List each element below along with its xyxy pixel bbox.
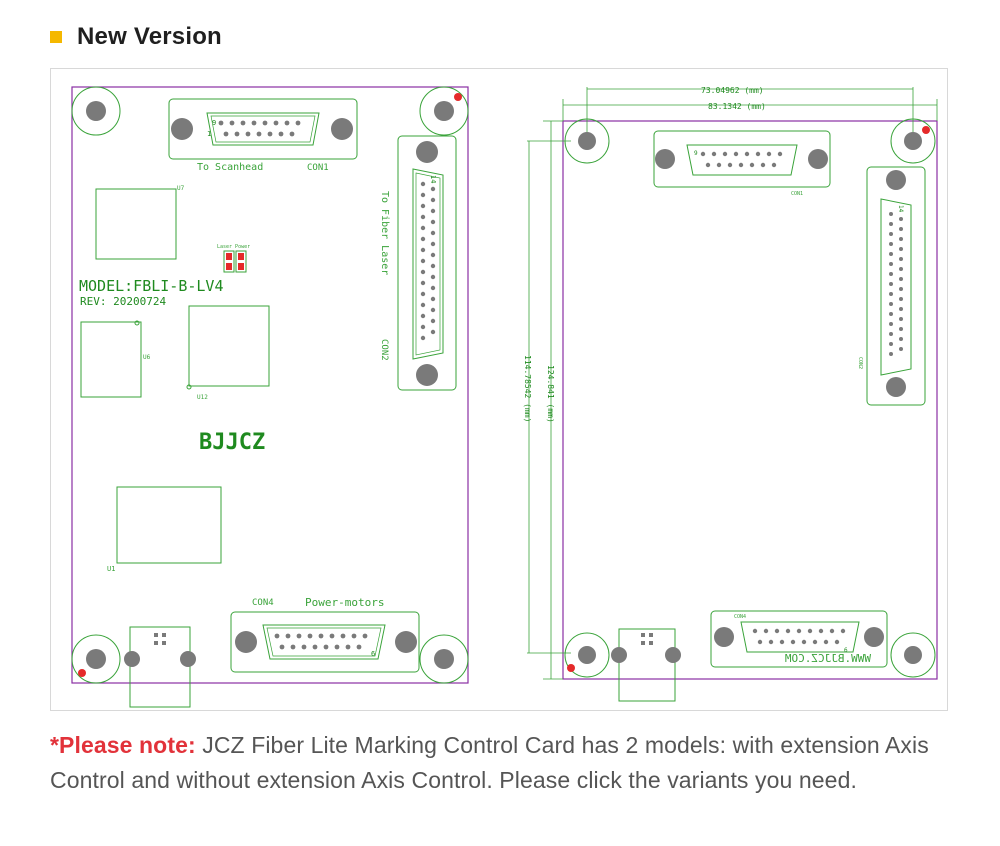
brand-label: BJJCZ — [199, 430, 265, 455]
pin-label: 14 — [897, 205, 904, 213]
dimension-lines — [527, 87, 938, 680]
mounting-hole-icon — [86, 649, 106, 669]
note-text: JCZ Fiber Lite Marking Control Card has … — [50, 732, 929, 793]
con2-label: To Fiber Laser — [379, 191, 390, 275]
website-label: WWW.BJJCZ.COM — [785, 652, 871, 665]
con1-label: To Scanhead — [197, 162, 263, 173]
pin-label: 6 — [371, 650, 375, 658]
marker-dot-icon — [922, 126, 930, 134]
con4-label: Power-motors — [305, 596, 384, 609]
mounting-hole-icon — [434, 101, 454, 121]
rev-label: REV: 20200724 — [80, 295, 166, 308]
u12-chip — [188, 305, 270, 387]
led-label: Laser Power — [217, 244, 250, 250]
u1-chip — [116, 486, 222, 564]
u7-label: U7 — [177, 185, 185, 192]
marker-dot-icon — [454, 93, 462, 101]
mounting-hole-icon — [904, 132, 922, 150]
dimension-label: 124.841 (mm) — [546, 365, 555, 423]
con2-name: CON2 — [857, 357, 863, 369]
pin-label: 6 — [844, 647, 848, 654]
pin-label: 9 — [694, 150, 698, 157]
left-board: 9 1 To Scanhead CON1 14 To Fiber Laser C… — [71, 86, 469, 708]
dimension-label: 114.78542 (mm) — [523, 355, 532, 422]
dimension-label: 73.04962 (mm) — [701, 86, 764, 95]
marker-dot-icon — [78, 669, 86, 677]
marker-dot-icon — [567, 664, 575, 672]
dimension-label: 83.1342 (mm) — [708, 102, 766, 111]
mounting-hole-icon — [86, 101, 106, 121]
led-indicators — [223, 250, 247, 273]
board-outline — [562, 120, 938, 680]
pcb-diagram-svg: 9 1 To Scanhead CON1 14 To Fiber Laser C… — [71, 86, 938, 708]
product-note: *Please note: JCZ Fiber Lite Marking Con… — [50, 728, 980, 798]
section-header: New Version — [50, 22, 222, 52]
model-label: MODEL:FBLI-B-LV4 — [79, 277, 224, 295]
u1-label: U1 — [107, 565, 115, 573]
pcb-diagram-image: 9 1 To Scanhead CON1 14 To Fiber Laser C… — [50, 68, 948, 711]
mounting-holes — [71, 86, 469, 684]
u6-label: U6 — [143, 354, 151, 361]
note-prefix: *Please note: — [50, 732, 196, 758]
pin-label: 1 — [207, 130, 211, 138]
u7-chip — [95, 188, 177, 260]
usb-connector — [124, 626, 196, 708]
usb-connector — [611, 628, 681, 702]
con1-name: CON1 — [307, 163, 329, 173]
u12-label: U12 — [197, 394, 208, 401]
right-board: 73.04962 (mm) 83.1342 (mm) 114.78542 (mm… — [523, 86, 938, 702]
con2-connector: 14 — [397, 135, 457, 391]
mounting-hole-icon — [578, 646, 596, 664]
bullet-square-icon — [50, 31, 62, 43]
con2-connector: 14 CON2 — [857, 166, 926, 406]
con4-connector: 6 — [710, 610, 888, 668]
con1-connector: 9 CON1 — [653, 130, 831, 197]
con4-connector: 6 — [230, 611, 420, 673]
mounting-hole-icon — [578, 132, 596, 150]
u6-chip — [80, 321, 142, 398]
con4-name: CON4 — [734, 614, 746, 620]
mounting-hole-icon — [904, 646, 922, 664]
con4-name: CON4 — [252, 598, 274, 608]
board-outline — [71, 86, 469, 684]
pin-label: 9 — [212, 119, 216, 127]
pin-label: 14 — [429, 175, 437, 183]
con1-connector: 9 1 — [168, 98, 358, 160]
con2-name: CON2 — [379, 339, 389, 361]
con1-name: CON1 — [791, 191, 803, 197]
section-title: New Version — [77, 23, 222, 50]
mounting-hole-icon — [434, 649, 454, 669]
